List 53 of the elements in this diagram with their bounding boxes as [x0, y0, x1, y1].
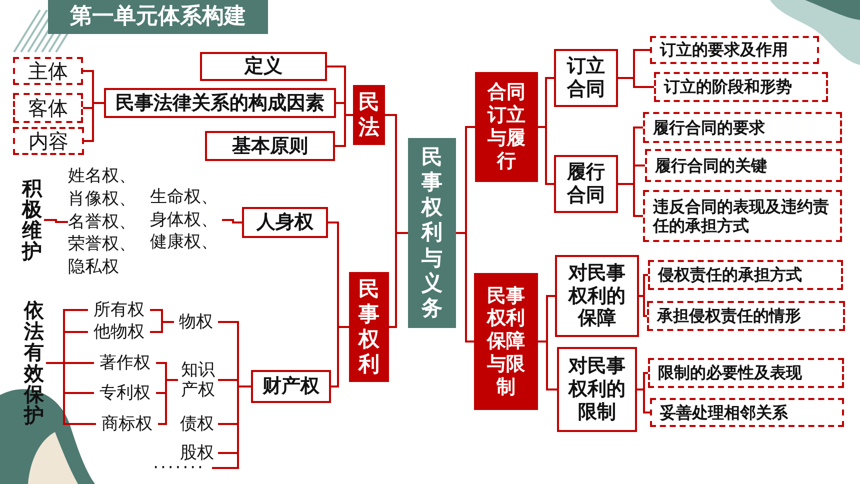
item-text: 积极维护 [20, 172, 44, 268]
connector-line [84, 102, 104, 142]
concept-box: 财产权 [251, 370, 331, 403]
category-box: 民法 [353, 85, 385, 145]
connector-line [637, 388, 650, 414]
concept-box: 基本原则 [205, 131, 335, 161]
connector-line [618, 183, 643, 217]
detail-box: 限制的必要性及表现 [648, 358, 844, 388]
connector-line [538, 126, 554, 185]
item-text: 所有权 [88, 299, 150, 321]
connector-line [150, 321, 174, 333]
detail-box: 履行合同的关键 [645, 149, 842, 182]
title-banner: 第一单元体系构建 [48, 0, 268, 34]
detail-box: 客体 [13, 93, 83, 123]
item-text: 债权 [176, 412, 218, 436]
category-box: 民事权利保障与限制 [474, 273, 538, 410]
concept-box: 履行合同 [554, 155, 618, 213]
connector-line [158, 379, 178, 425]
detail-box: 订立的要求及作用 [650, 36, 819, 64]
item-text: 物权 [174, 310, 218, 334]
item-text: 专利权 [94, 382, 156, 404]
detail-box: 违反合同的表现及违约责任的承担方式 [643, 190, 842, 242]
connector-line [538, 340, 557, 390]
item-text: 生命权、身体权、健康权、 [150, 184, 222, 256]
category-box: 合同订立与履行 [475, 72, 538, 182]
detail-box: 妥善处理相邻关系 [650, 398, 844, 427]
concept-box: 民事法律关系的构成因素 [104, 88, 336, 118]
connector-line [639, 295, 647, 317]
topic-box: 民事权利与义务 [408, 138, 456, 328]
connector-line [222, 219, 242, 224]
concept-box: 定义 [200, 52, 327, 81]
item-text: 著作权 [94, 352, 156, 374]
detail-box: 履行合同的要求 [643, 112, 842, 143]
detail-box: 侵权责任的承担方式 [648, 260, 843, 290]
concept-box: 对民事权利的保障 [555, 255, 639, 337]
connector-line [389, 232, 408, 328]
detail-box: 内容 [13, 127, 84, 155]
item-text: 商标权 [96, 412, 158, 436]
detail-box: 主体 [13, 57, 83, 85]
connector-line [331, 326, 349, 388]
connector-line [44, 219, 68, 223]
category-box: 民事权利 [349, 272, 389, 382]
concept-box: 订立合同 [554, 49, 618, 107]
item-text: 他物权 [88, 321, 150, 343]
concept-box: 对民事权利的限制 [557, 347, 637, 432]
detail-box: 订立的阶段和形势 [654, 72, 828, 102]
item-text: 依法有效保护 [22, 298, 46, 428]
item-text: 姓名权、肖像权、名誉权、荣誉权、隐私权 [68, 162, 148, 282]
concept-box: 人身权 [242, 207, 328, 238]
detail-box: 承担侵权责任的情形 [647, 301, 845, 331]
connector-line [618, 77, 654, 88]
connector-line [335, 114, 353, 147]
item-text: 知识产权 [178, 356, 218, 404]
